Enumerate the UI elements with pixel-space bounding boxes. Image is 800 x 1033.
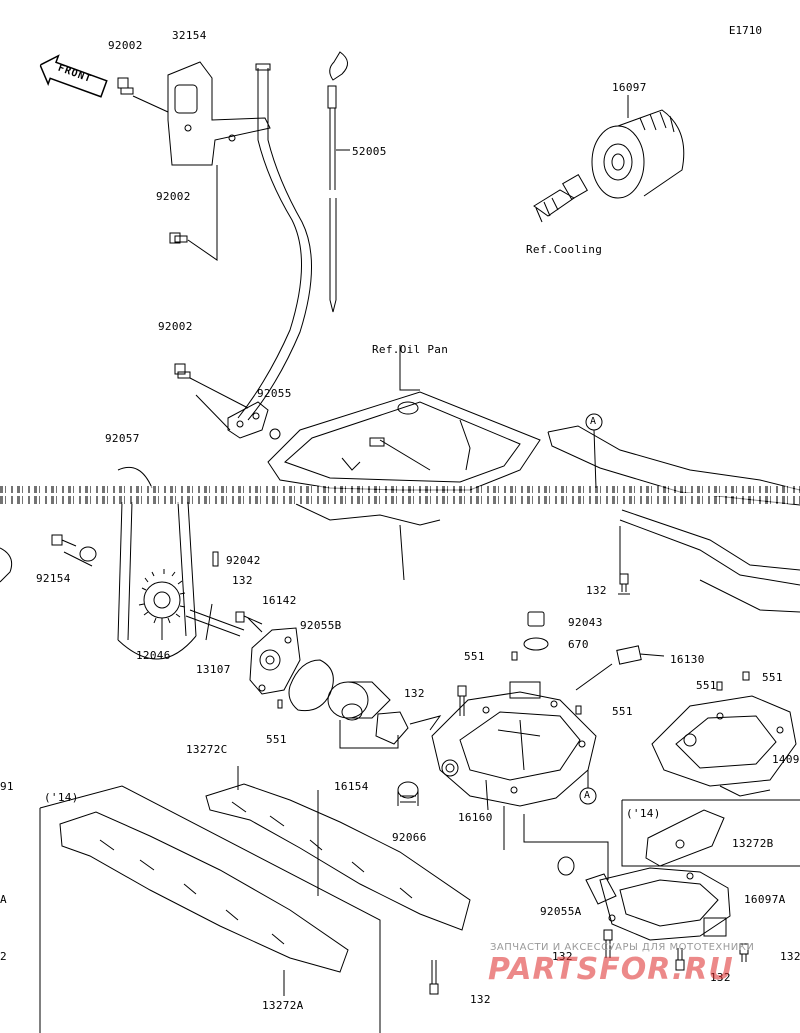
label-92154: 92154	[36, 572, 71, 585]
bolt-92002-a	[117, 77, 134, 95]
label-year-right: ('14)	[626, 807, 661, 820]
label-551-e: 551	[762, 671, 783, 684]
label-ref-a-top: A	[590, 416, 597, 427]
cooling-fitting	[533, 174, 588, 223]
oil-filter-16097	[591, 109, 685, 199]
label-132-d: 132	[552, 950, 573, 963]
oil-pipe-13272A	[59, 811, 349, 973]
label-ref-a-bottom: A	[584, 790, 591, 801]
bolt-132-e	[675, 948, 685, 971]
fitting-92066	[397, 781, 419, 806]
label-16130: 16130	[670, 653, 705, 666]
cover-1409	[651, 695, 797, 787]
watermark-tagline: ЗАПЧАСТИ И АКСЕССУАРЫ ДЛЯ МОТОТЕХНИКИ	[490, 942, 755, 953]
label-52005: 52005	[352, 145, 387, 158]
oring-670	[523, 637, 549, 651]
plate-13272B	[645, 809, 725, 867]
sensor-16130	[616, 645, 665, 665]
oil-pan	[267, 345, 541, 581]
label-13272A: 13272A	[262, 999, 304, 1012]
label-92043: 92043	[568, 616, 603, 629]
label-92055A: 92055A	[540, 905, 582, 918]
scan-noise-gap	[0, 493, 800, 496]
front-arrow: FRONT	[34, 49, 111, 105]
cover-16097A	[585, 867, 731, 941]
dipstick-52005	[329, 51, 348, 81]
watermark-logo: PARTSFOR.RU	[488, 952, 734, 987]
label-551-d: 551	[696, 679, 717, 692]
diagram-id: E1710	[728, 24, 762, 37]
label-1409: 1409	[772, 753, 800, 766]
label-16160: 16160	[458, 811, 493, 824]
oil-pipe-rail	[547, 425, 800, 613]
label-edge-a: A	[0, 893, 7, 906]
label-551-a: 551	[464, 650, 485, 663]
dipstick-tube	[237, 68, 303, 419]
bolt-132-a	[235, 611, 263, 625]
bolt-132-b	[457, 685, 467, 716]
bracket-32154	[167, 61, 271, 166]
label-132-b: 132	[404, 687, 425, 700]
arrow-left-icon	[39, 54, 108, 98]
pump-body-16160	[431, 681, 597, 807]
label-edge-2: 2	[0, 950, 7, 963]
label-13107: 13107	[196, 663, 231, 676]
bolt-92002-c	[174, 363, 191, 379]
collar-92043	[527, 611, 545, 627]
label-92042: 92042	[226, 554, 261, 567]
label-92055B: 92055B	[300, 619, 342, 632]
oil-pump-16142	[249, 627, 301, 695]
label-92002-b: 92002	[156, 190, 191, 203]
label-92057: 92057	[105, 432, 140, 445]
label-16097A: 16097A	[744, 893, 786, 906]
bolt-132-f	[739, 943, 749, 962]
shaft-13107	[185, 603, 245, 641]
label-32154: 32154	[172, 29, 207, 42]
label-12046: 12046	[136, 649, 171, 662]
label-92055: 92055	[257, 387, 292, 400]
oring-92055B	[288, 659, 334, 712]
bolt-132-d	[603, 929, 613, 958]
label-year-left: ('14)	[44, 791, 79, 804]
bolt-132-c	[618, 573, 630, 595]
label-ref-cooling: Ref.Cooling	[526, 243, 603, 256]
label-551-b: 551	[266, 733, 287, 746]
chain-assembly	[117, 466, 197, 660]
label-16142: 16142	[262, 594, 297, 607]
label-13272C: 13272C	[186, 743, 228, 756]
oring-92055A	[557, 856, 575, 876]
label-132-e: 132	[710, 971, 731, 984]
oil-pipe-13272C	[205, 783, 471, 931]
label-92002-c: 92002	[158, 320, 193, 333]
label-132-c: 132	[586, 584, 607, 597]
label-16154: 16154	[334, 780, 369, 793]
label-92002-a: 92002	[108, 39, 143, 52]
label-16097: 16097	[612, 81, 647, 94]
bolt-132-g	[429, 960, 439, 995]
label-551-c: 551	[612, 705, 633, 718]
label-ref-oil-pan: Ref.Oil Pan	[372, 343, 449, 356]
bolt-92154	[51, 534, 77, 547]
label-132-a: 132	[232, 574, 253, 587]
bolt-92002-b	[169, 232, 188, 244]
label-92066: 92066	[392, 831, 427, 844]
rotor-16154	[327, 681, 442, 745]
label-132-f: 132	[780, 950, 800, 963]
label-132-g: 132	[470, 993, 491, 1006]
label-edge-91: 91	[0, 780, 14, 793]
label-670: 670	[568, 638, 589, 651]
label-13272B: 13272B	[732, 837, 774, 850]
